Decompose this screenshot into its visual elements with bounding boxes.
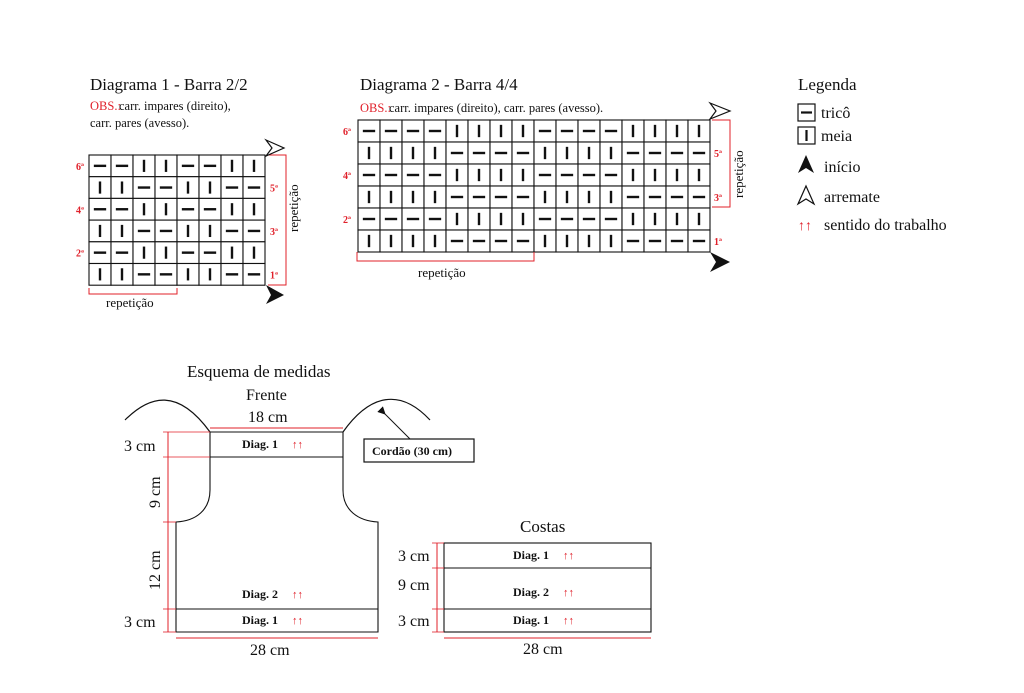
front-top-band-diag-1-label: Diag. 1 — [242, 437, 278, 451]
back-body-arrows: ↑↑ — [563, 587, 574, 599]
front-body-diag-2-label: Diag. 2 — [242, 587, 278, 601]
back-top-band-arrows: ↑↑ — [563, 550, 574, 562]
back-bottom-band-arrows: ↑↑ — [563, 615, 574, 627]
legend: Legenda tricô meia início arremate ↑↑ se… — [796, 75, 947, 234]
diagram-1-repeat-label-vertical: repetição — [286, 184, 301, 232]
front-top-band-arrows: ↑↑ — [292, 439, 303, 451]
diagram-2-row-label: 6ª — [343, 127, 351, 138]
back-width-label: 28 cm — [523, 641, 563, 658]
back-top-band-diag-1-label: Diag. 1 — [513, 548, 549, 562]
back-body-diag-2-label: Diag. 2 — [513, 585, 549, 599]
back-height-label-body: 9 cm — [398, 577, 430, 594]
diagram-1-grid: 6ª 5ª 4ª 3ª 2ª 1ª — [76, 154, 278, 286]
diagram-2-repeat-bracket-vertical — [712, 119, 731, 208]
diagram-1-arremate-arrow-icon — [264, 138, 286, 158]
diagram-2-repeat-bracket-horizontal — [356, 252, 535, 262]
diagram-1-row-label: 2ª — [76, 249, 84, 260]
diagram-2-repeat-label-horizontal: repetição — [418, 265, 466, 280]
legend-title: Legenda — [798, 75, 857, 94]
diagram-1-repeat-bracket-vertical — [268, 154, 287, 286]
legend-meia-label: meia — [821, 128, 852, 145]
back-panel: Costas Diag. 1 ↑↑ Diag. 2 ↑↑ Diag. 1 ↑↑ … — [398, 517, 652, 658]
diagram-2-repeat-label-vertical: repetição — [731, 150, 746, 198]
front-height-label-armhole: 9 cm — [147, 476, 164, 508]
back-bottom-band-diag-1-label: Diag. 1 — [513, 613, 549, 627]
diagram-2-obs-text: carr. impares (direito), carr. pares (av… — [389, 101, 603, 115]
diagram-2-arremate-arrow-icon — [708, 101, 732, 121]
back-panel-outline — [443, 542, 652, 633]
front-panel: Cordão (30 cm) 18 cm Diag. 1 ↑↑ Diag. 2 … — [124, 398, 475, 659]
diagram-2-inicio-arrow-icon — [710, 252, 730, 272]
front-body-arrows: ↑↑ — [292, 589, 303, 601]
diagram-2-title: Diagrama 2 - Barra 4/4 — [360, 75, 518, 94]
measurement-scheme: Esquema de medidas Frente Cordão (30 cm)… — [124, 362, 652, 659]
diagram-2-row-label: 3ª — [714, 193, 722, 204]
cord-label-box — [363, 438, 475, 463]
diagram-1-row-label: 1ª — [270, 270, 278, 281]
legend-inicio-label: início — [824, 159, 860, 176]
back-label: Costas — [520, 517, 565, 536]
front-height-label-bottom-band: 3 cm — [124, 614, 156, 631]
front-height-label-top-band: 3 cm — [124, 438, 156, 455]
diagram-1-repeat-bracket-horizontal — [88, 288, 178, 295]
cord-label: Cordão (30 cm) — [372, 444, 452, 458]
diagram-1-row-label: 4ª — [76, 205, 84, 216]
front-height-label-body: 12 cm — [147, 550, 164, 590]
diagram-2-row-label: 5ª — [714, 149, 722, 160]
arremate-arrow-icon — [796, 184, 816, 206]
front-bottom-width-label: 28 cm — [250, 642, 290, 659]
diagram-2-obs-label: OBS.: — [360, 101, 391, 115]
front-bottom-band-arrows: ↑↑ — [292, 615, 303, 627]
diagram-1: Diagrama 1 - Barra 2/2 OBS.: carr. impar… — [76, 75, 301, 310]
front-left-cord — [124, 399, 211, 433]
scheme-title: Esquema de medidas — [187, 362, 331, 381]
diagram-1-inicio-arrow-icon — [266, 285, 284, 304]
diagram-1-obs-line-1: carr. impares (direito), — [119, 99, 231, 113]
diagram-1-row-label: 5ª — [270, 184, 278, 195]
diagram-1-repeat-label-horizontal: repetição — [106, 295, 154, 310]
front-label: Frente — [246, 387, 287, 404]
diagram-2-row-label: 4ª — [343, 171, 351, 182]
back-height-label-bottom-band: 3 cm — [398, 613, 430, 630]
legend-trico-label: tricô — [821, 105, 850, 122]
front-bottom-band-diag-1-label: Diag. 1 — [242, 613, 278, 627]
diagram-2-row-label: 1ª — [714, 237, 722, 248]
diagram-2-row-label: 2ª — [343, 215, 351, 226]
front-right-cord — [342, 398, 431, 433]
diagram-1-obs-line-2: carr. pares (avesso). — [90, 116, 189, 130]
diagram-2: Diagrama 2 - Barra 4/4 OBS.: carr. impar… — [343, 75, 746, 280]
sentido-arrows-icon: ↑↑ — [798, 219, 812, 234]
legend-sentido-label: sentido do trabalho — [824, 217, 947, 234]
inicio-arrow-icon — [798, 155, 814, 173]
front-panel-outline — [175, 431, 379, 633]
legend-arremate-label: arremate — [824, 189, 880, 206]
diagram-1-row-label: 6ª — [76, 162, 84, 173]
back-height-label-top-band: 3 cm — [398, 548, 430, 565]
diagram-1-title: Diagrama 1 - Barra 2/2 — [90, 75, 248, 94]
front-top-width-label: 18 cm — [248, 409, 288, 426]
cord-pointer-arrow — [377, 406, 413, 442]
diagram-1-obs-label: OBS.: — [90, 99, 121, 113]
diagram-1-row-label: 3ª — [270, 227, 278, 238]
diagram-2-grid: 6ª 5ª 4ª 3ª 2ª 1ª — [343, 119, 722, 253]
